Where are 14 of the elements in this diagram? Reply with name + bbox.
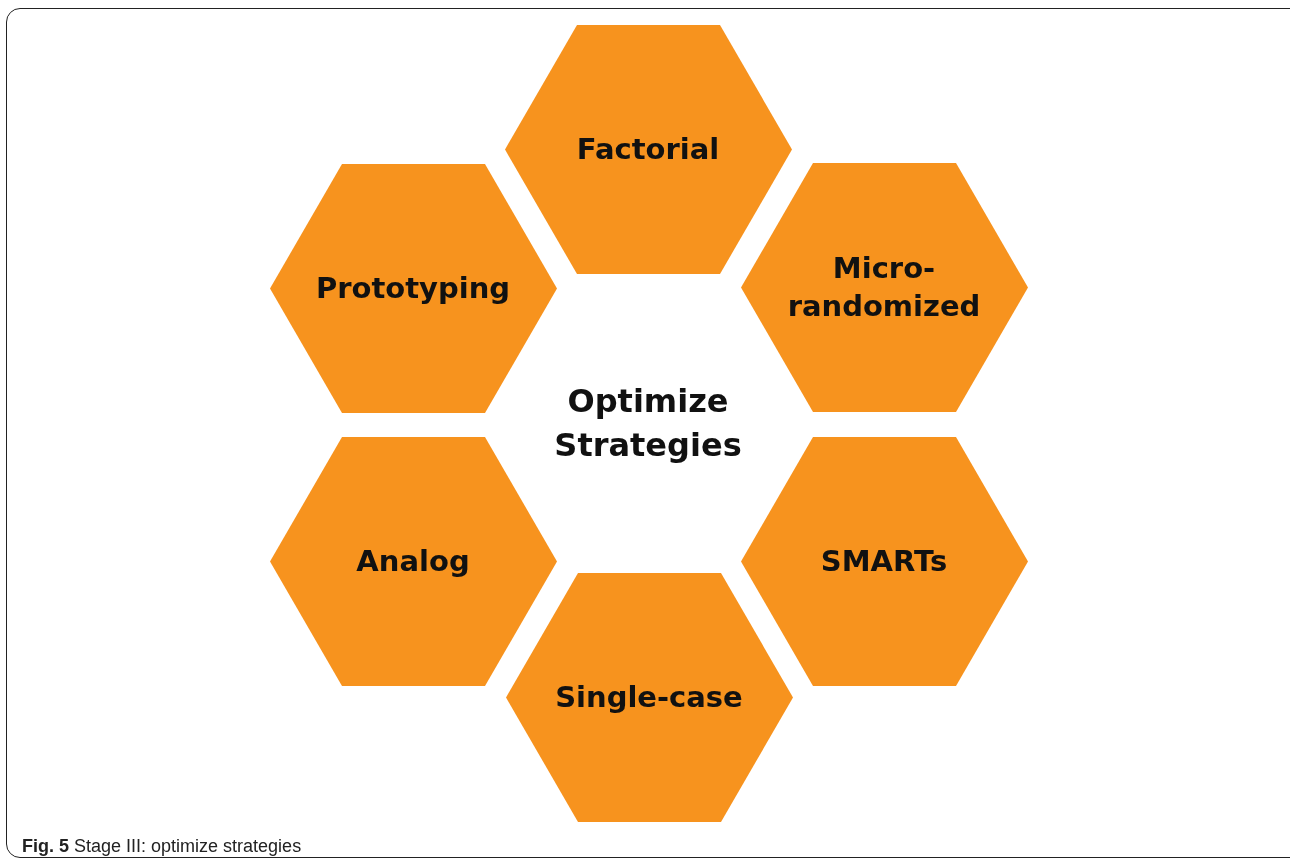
hexagon-label: SMARTs xyxy=(819,543,949,580)
hexagon-shape xyxy=(269,436,557,686)
hexagon-shape xyxy=(269,163,557,413)
hexagon-label: Micro- randomized xyxy=(786,250,982,325)
hexagon-shape xyxy=(740,162,1028,412)
hexagon-shape xyxy=(740,436,1028,686)
hexagon-label: Prototyping xyxy=(314,270,512,307)
hexagon-label: Factorial xyxy=(575,131,721,168)
hexagon-shape xyxy=(504,24,792,274)
hexagon-label: Single-case xyxy=(554,679,744,716)
figure-caption: Fig. 5 Stage III: optimize strategies xyxy=(22,836,302,857)
hexagon-shape xyxy=(505,572,793,822)
center-title: Optimize Strategies xyxy=(553,381,743,466)
hexagon-label: Analog xyxy=(355,543,471,580)
